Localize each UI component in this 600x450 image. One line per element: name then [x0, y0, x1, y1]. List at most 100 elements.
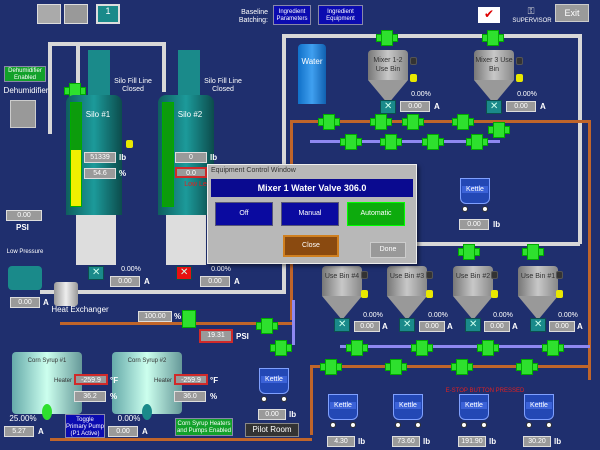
manual-button[interactable]: Manual [281, 202, 339, 226]
automatic-button[interactable]: Automatic [347, 202, 405, 226]
silo-2-weight: 0 [175, 152, 207, 163]
pilot-room-button[interactable]: Pilot Room [245, 423, 299, 437]
pump-2-icon[interactable] [142, 404, 152, 420]
psi-value: 0.00 [6, 210, 42, 221]
status-light [426, 290, 433, 298]
valve[interactable] [466, 134, 488, 150]
valve[interactable] [542, 340, 564, 356]
dehumidifier-enabled-status[interactable]: Dehumidifier Enabled [4, 66, 46, 82]
kettle-6[interactable]: Kettle [524, 394, 554, 428]
bin-motor[interactable] [530, 318, 546, 332]
pipe [48, 42, 166, 46]
silo-2-motor-pct: 0.00% [211, 266, 231, 273]
machine-icon[interactable] [37, 4, 61, 24]
bin-motor[interactable] [465, 318, 481, 332]
pipe [290, 120, 590, 123]
ingredient-parameters-button[interactable]: Ingredient Parameters [273, 5, 311, 25]
silo-2-feeder[interactable] [166, 215, 206, 265]
use-bin-2[interactable]: Use Bin #2 [453, 266, 493, 326]
dehumidifier-icon[interactable] [10, 100, 36, 128]
kettle-4[interactable]: Kettle [393, 394, 423, 428]
kettle-label: Kettle [461, 402, 487, 409]
pipe [60, 322, 292, 325]
valve[interactable] [256, 318, 278, 334]
pipe [310, 365, 590, 368]
silo-1-percent: 54.6 [84, 168, 116, 179]
psi-unit: PSI [16, 223, 29, 232]
pipe [40, 290, 284, 294]
status-light [491, 271, 498, 279]
exit-button[interactable]: Exit [555, 4, 589, 22]
silo-1-motor-pct: 0.00% [121, 266, 141, 273]
psi-reading: 19.31 [199, 329, 233, 343]
use-bin-3[interactable]: Use Bin #3 [387, 266, 427, 326]
valve[interactable] [370, 114, 392, 130]
valve[interactable] [452, 114, 474, 130]
silo-2-motor[interactable] [176, 266, 192, 280]
water-tank[interactable] [298, 44, 326, 104]
lb-unit: lb [210, 153, 218, 162]
use-bin-1[interactable]: Use Bin #1 [518, 266, 558, 326]
valve[interactable] [477, 340, 499, 356]
heat-exchanger-icon[interactable] [54, 282, 78, 306]
silo-1-motor[interactable] [88, 266, 104, 280]
bin-amps: 0.00 [419, 321, 445, 332]
valve[interactable] [385, 359, 407, 375]
valve[interactable] [320, 359, 342, 375]
valve[interactable] [482, 30, 504, 46]
control-valve-icon[interactable] [182, 310, 196, 328]
valve[interactable] [451, 359, 473, 375]
ingredient-equipment-button[interactable]: Ingredient Equipment [318, 5, 363, 25]
valve[interactable] [318, 114, 340, 130]
plc-icon[interactable] [64, 4, 88, 24]
amps-unit: A [43, 298, 49, 307]
pump-1-amps: 5.27 [4, 426, 34, 437]
toggle-primary-pump-button[interactable]: Toggle Primary Pump (P1 Active) [65, 414, 105, 438]
silo-2-amps: 0.00 [200, 276, 230, 287]
silo-1-feeder[interactable] [76, 215, 116, 265]
bin-label: Mixer 3 Use Bin [475, 57, 513, 73]
use-bin-4[interactable]: Use Bin #4 [322, 266, 362, 326]
mixer-1-2-use-bin[interactable]: Mixer 1-2 Use Bin [368, 50, 408, 110]
bin-motor[interactable] [380, 100, 396, 114]
pipe [292, 300, 295, 345]
kettle-weight: 0.00 [258, 409, 286, 420]
bin-label: Use Bin #4 [324, 273, 360, 280]
bin-motor[interactable] [486, 100, 502, 114]
corn-syrup-tank-2[interactable] [112, 352, 182, 414]
valve[interactable] [376, 30, 398, 46]
mixer-3-use-bin[interactable]: Mixer 3 Use Bin [474, 50, 514, 110]
bin-motor[interactable] [399, 318, 415, 332]
kettle-label: Kettle [395, 402, 421, 409]
kettle-1[interactable]: Kettle [259, 368, 289, 402]
pump-1-icon[interactable] [42, 404, 52, 420]
valve[interactable] [346, 340, 368, 356]
done-button[interactable]: Done [370, 242, 406, 258]
valve[interactable] [380, 134, 402, 150]
blower-icon[interactable] [8, 266, 42, 290]
bin-motor[interactable] [334, 318, 350, 332]
checkmark-icon[interactable]: ✔ [478, 7, 500, 23]
valve[interactable] [402, 114, 424, 130]
kettle-3[interactable]: Kettle [328, 394, 358, 428]
kettle-label: Kettle [462, 186, 488, 193]
valve[interactable] [340, 134, 362, 150]
close-button[interactable]: Close [283, 235, 339, 257]
valve[interactable] [458, 244, 480, 260]
valve[interactable] [270, 340, 292, 356]
key-icon[interactable]: ⚿ [527, 6, 535, 16]
valve[interactable] [488, 122, 510, 138]
mixer-1-icon[interactable]: 1 [96, 4, 120, 24]
kettle-2[interactable]: Kettle [460, 178, 490, 212]
valve[interactable] [422, 134, 444, 150]
kettle-weight: 30.20 [523, 436, 551, 447]
corn-syrup-tank-1[interactable] [12, 352, 82, 414]
valve[interactable] [411, 340, 433, 356]
pipe [300, 242, 580, 246]
off-button[interactable]: Off [215, 202, 273, 226]
valve[interactable] [516, 359, 538, 375]
valve[interactable] [522, 244, 544, 260]
heaters-enabled-status[interactable]: Corn Syrup Heaters and Pumps Enabled [175, 418, 233, 436]
tank-1-name: Corn Syrup #1 [27, 358, 67, 364]
kettle-5[interactable]: Kettle [459, 394, 489, 428]
